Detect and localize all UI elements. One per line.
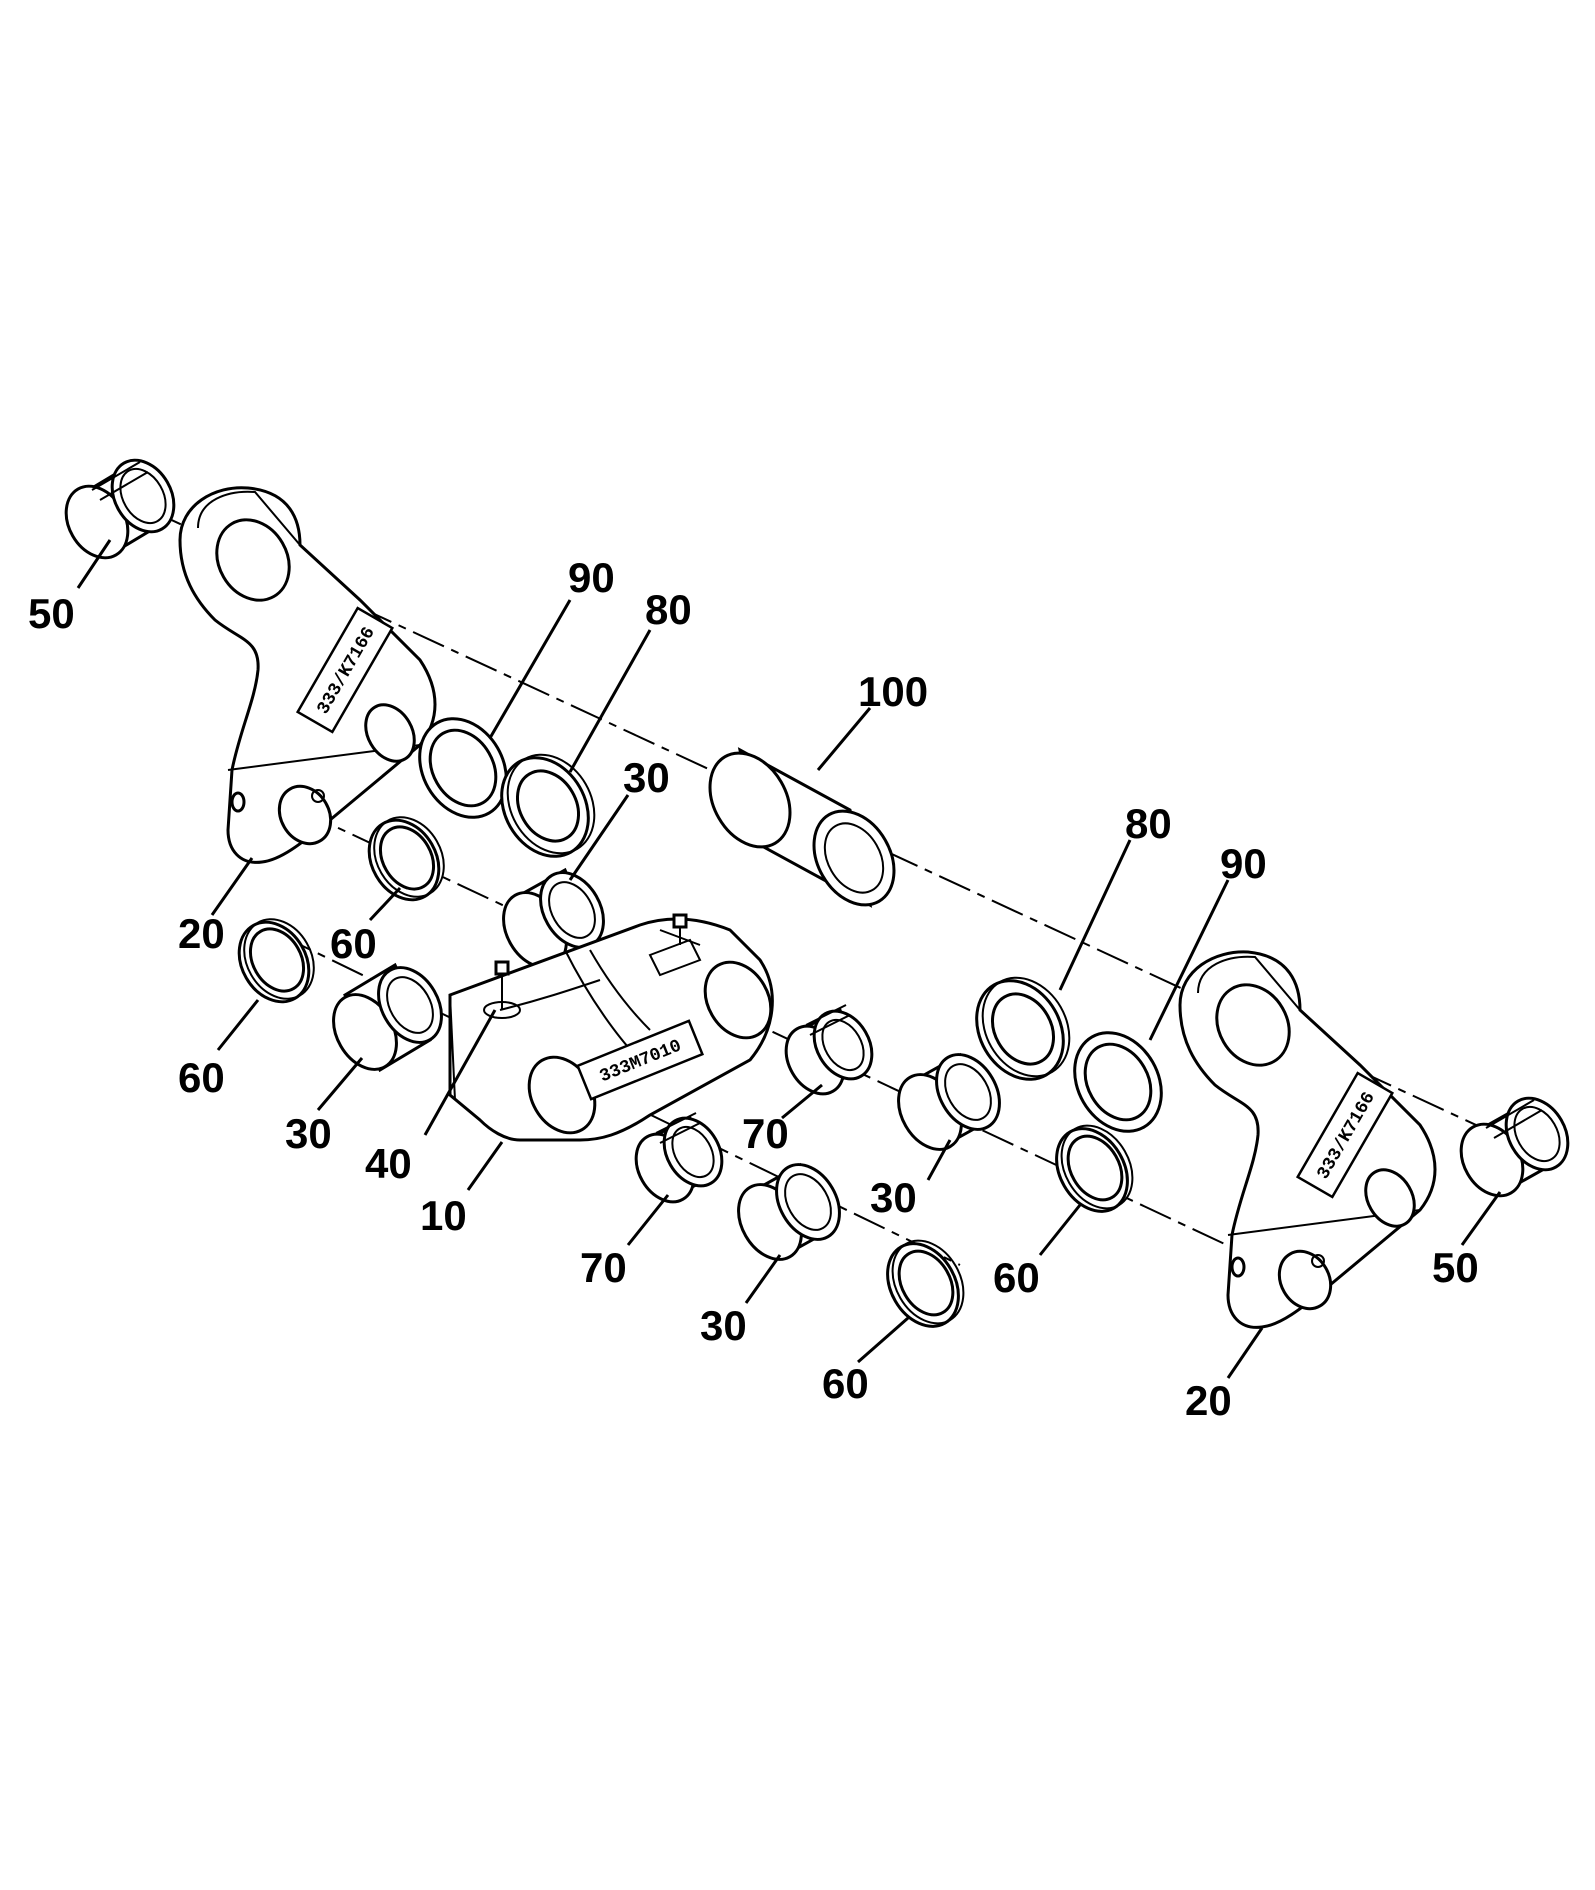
callout-30-lower: 30 <box>700 1302 747 1349</box>
link-left-pin-hole-mid <box>364 703 416 763</box>
callout-70-right: 70 <box>742 1110 789 1157</box>
callout-30-right: 30 <box>870 1174 917 1221</box>
leader-lines <box>76 539 1502 1379</box>
part-50-bushing-left[interactable] <box>54 449 186 569</box>
callout-20-left: 20 <box>178 910 225 957</box>
part-80-washer-right[interactable] <box>959 962 1086 1095</box>
callout-90-left: 90 <box>568 554 615 601</box>
callout-60-lower-center: 60 <box>822 1360 869 1407</box>
callout-20-right: 20 <box>1185 1377 1232 1424</box>
center-body-nameplate <box>575 1019 705 1101</box>
callout-60-right: 60 <box>993 1254 1040 1301</box>
part-20-link-right[interactable]: 333/K7166 <box>1178 950 1437 1329</box>
part-80-washer-left[interactable] <box>484 739 611 872</box>
callout-10: 10 <box>420 1192 467 1239</box>
part-70-seal-right[interactable] <box>774 1001 883 1104</box>
part-60-ring-upper-left[interactable] <box>355 805 457 913</box>
link-left-small-hole <box>230 791 246 813</box>
part-70-seal-lower[interactable] <box>624 1108 733 1212</box>
callout-50-left: 50 <box>28 590 75 637</box>
callout-60-upper-left: 60 <box>330 920 377 967</box>
callout-60-lower-left: 60 <box>178 1054 225 1101</box>
link-right-pin-hole-low <box>1277 1249 1333 1311</box>
link-left-pin-hole-low <box>277 784 333 846</box>
part-60-ring-right[interactable] <box>1042 1113 1146 1224</box>
part-30-bushing-lower[interactable] <box>726 1153 852 1270</box>
callout-80-left: 80 <box>645 586 692 633</box>
part-30-bushing-right[interactable] <box>886 1043 1012 1160</box>
callout-40: 40 <box>365 1140 412 1187</box>
part-20-link-left[interactable]: 333/K7166 <box>178 486 437 864</box>
link-left-nameplate <box>295 606 395 734</box>
callout-labels: 50 20 90 80 100 30 60 60 30 40 10 80 90 … <box>28 554 1479 1424</box>
part-60-ring-lower-left[interactable] <box>225 907 327 1015</box>
link-right-nameplate <box>1295 1071 1395 1199</box>
callout-80-right: 80 <box>1125 800 1172 847</box>
center-body-bore-right <box>703 960 773 1040</box>
callout-30-upper: 30 <box>623 754 670 801</box>
part-30-bushing-upper[interactable] <box>491 861 616 978</box>
part-40-grease-nipple[interactable] <box>483 913 688 1019</box>
part-90-shim-right[interactable] <box>1057 1017 1178 1147</box>
link-right-pin-hole-top <box>1215 983 1291 1067</box>
callout-50-right: 50 <box>1432 1244 1479 1291</box>
link-right-pin-hole-mid <box>1364 1168 1416 1228</box>
callout-100: 100 <box>858 668 928 715</box>
link-left-pin-hole-top <box>215 518 291 602</box>
part-60-ring-lower-center[interactable] <box>873 1228 977 1339</box>
callout-90-right: 90 <box>1220 840 1267 887</box>
callout-70-lower: 70 <box>580 1244 627 1291</box>
part-100-pin[interactable] <box>694 739 910 920</box>
part-30-bushing-left[interactable] <box>321 956 454 1080</box>
callout-30-left: 30 <box>285 1110 332 1157</box>
part-90-shim-left[interactable] <box>402 703 523 833</box>
part-10-center-body[interactable]: 333M7010 <box>448 917 784 1145</box>
link-right-small-hole <box>1230 1256 1246 1278</box>
part-50-bushing-right[interactable] <box>1449 1087 1580 1207</box>
